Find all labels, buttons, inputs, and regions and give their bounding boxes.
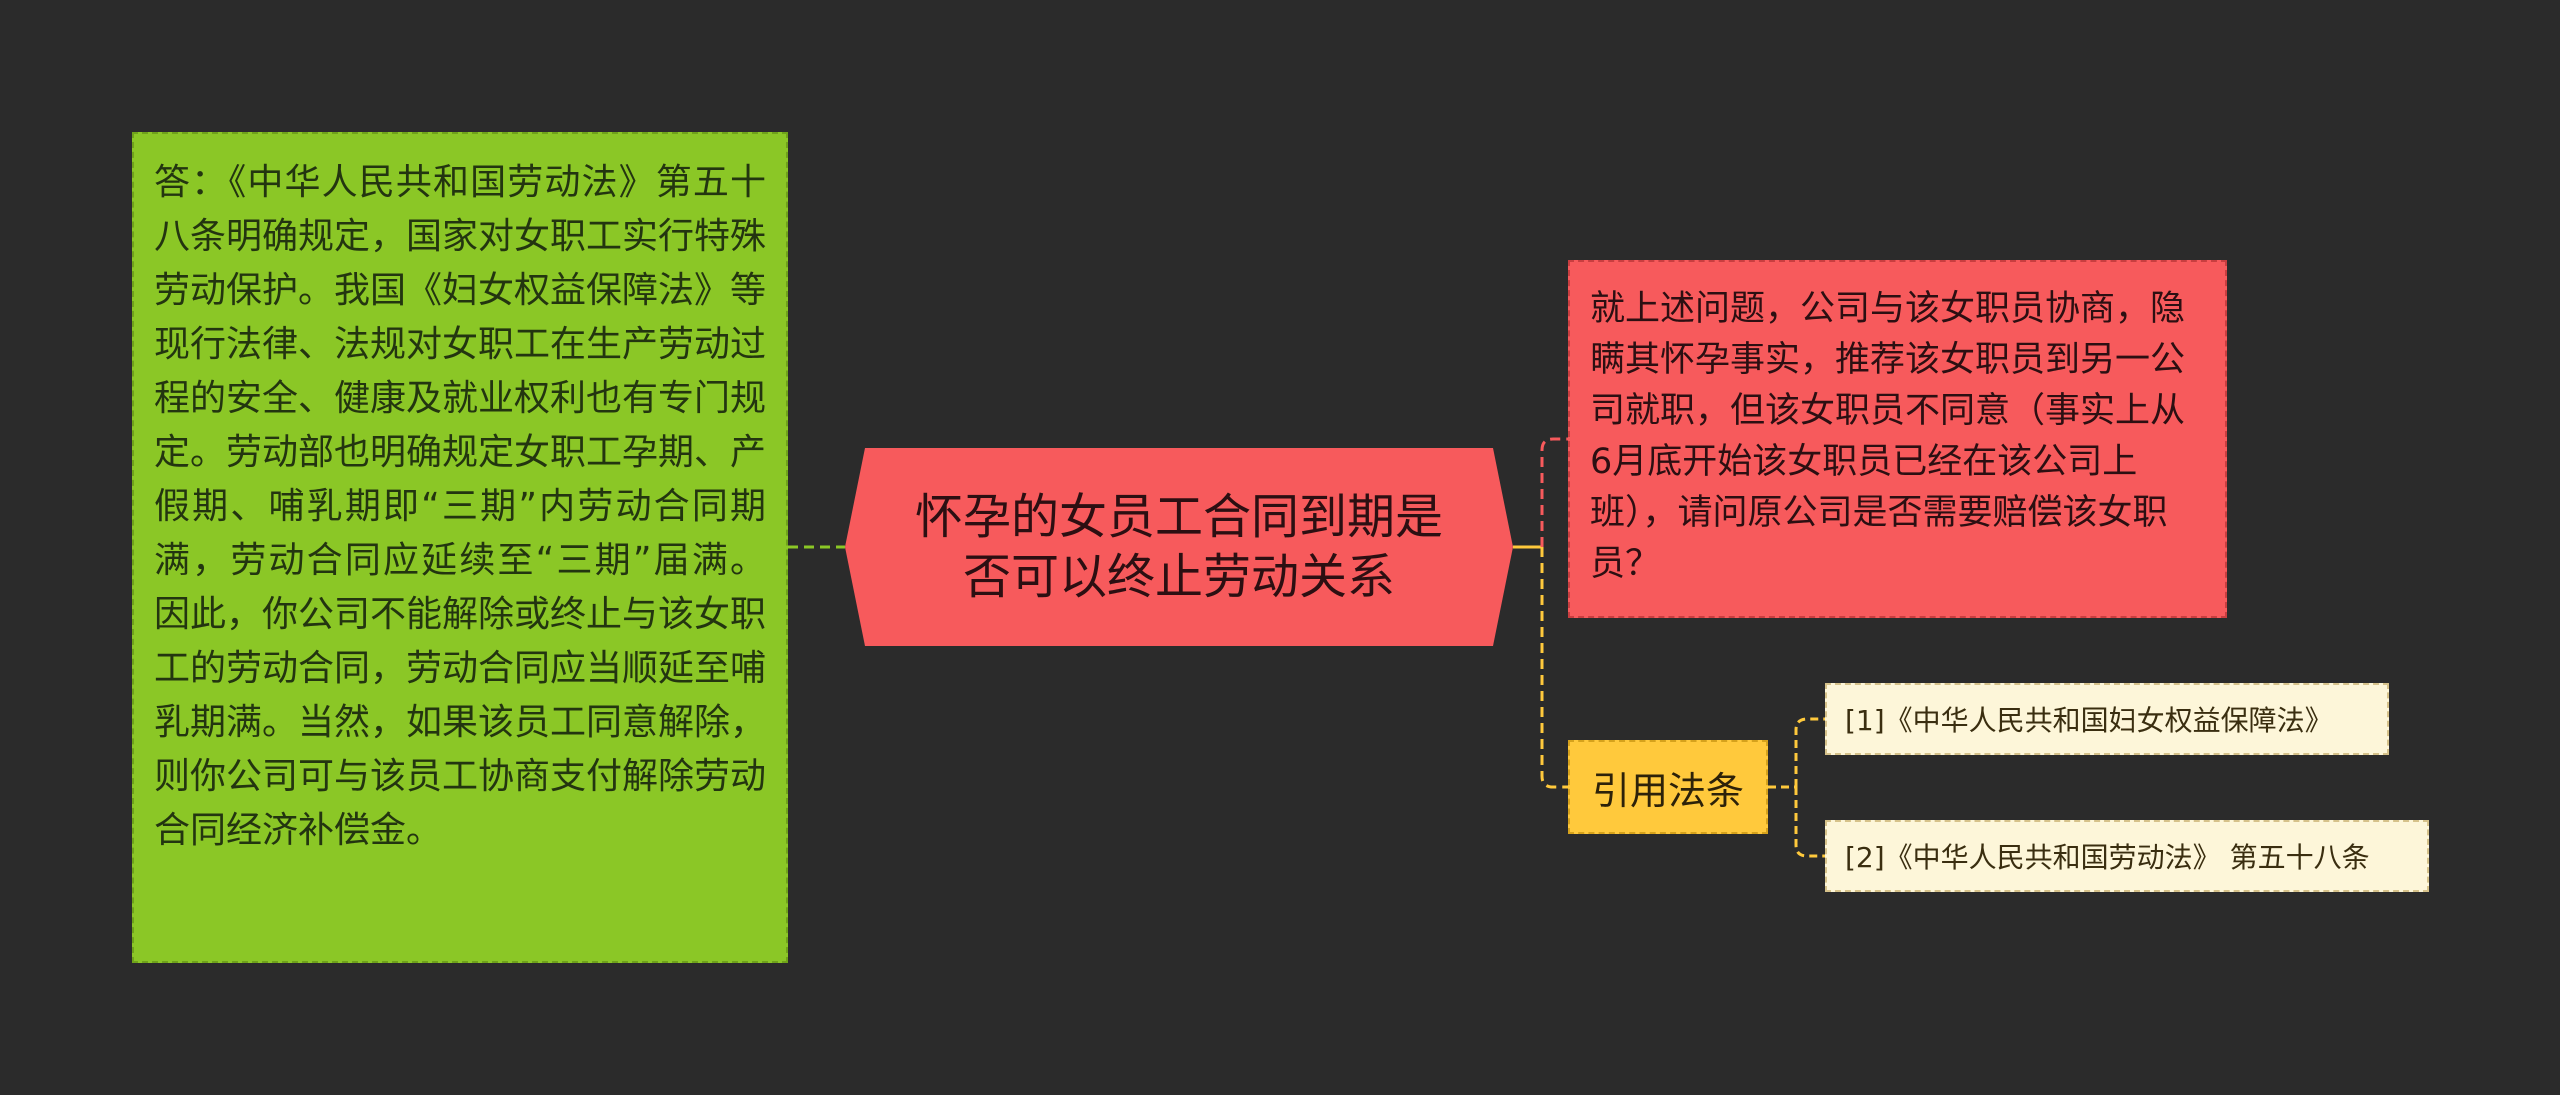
reference-node-1[interactable]: [1]《中华人民共和国妇女权益保障法》 xyxy=(1825,683,2389,755)
center-node-title: 怀孕的女员工合同到期是否可以终止劳动关系 xyxy=(915,489,1444,605)
question-node-text: 就上述问题，公司与该女职员协商，隐瞒其怀孕事实，推荐该女职员到另一公司就职，但该… xyxy=(1590,289,2186,584)
reference-text-1: [1]《中华人民共和国妇女权益保障法》 xyxy=(1845,704,2333,737)
connector-citation-ref2 xyxy=(1794,787,1825,858)
citation-node-label: 引用法条 xyxy=(1591,768,1744,813)
reference-node-2[interactable]: [2]《中华人民共和国劳动法》 第五十八条 xyxy=(1825,820,2429,892)
citation-node[interactable]: 引用法条 xyxy=(1568,740,1768,834)
center-hexagon xyxy=(845,448,1513,646)
connector-trunk-citation xyxy=(1540,547,1568,789)
connector-citation-ref1 xyxy=(1794,717,1825,787)
question-node[interactable]: 就上述问题，公司与该女职员协商，隐瞒其怀孕事实，推荐该女职员到另一公司就职，但该… xyxy=(1568,260,2227,618)
answer-node-text: 答：《中华人民共和国劳动法》第五十八条明确规定，国家对女职工实行特殊劳动保护。我… xyxy=(154,162,767,851)
center-node[interactable]: 怀孕的女员工合同到期是否可以终止劳动关系 xyxy=(845,448,1513,646)
reference-text-2: [2]《中华人民共和国劳动法》 第五十八条 xyxy=(1845,841,2370,874)
center-node-shape xyxy=(845,448,1513,646)
connector-trunk-question xyxy=(1540,437,1568,547)
answer-node[interactable]: 答：《中华人民共和国劳动法》第五十八条明确规定，国家对女职工实行特殊劳动保护。我… xyxy=(132,132,788,963)
